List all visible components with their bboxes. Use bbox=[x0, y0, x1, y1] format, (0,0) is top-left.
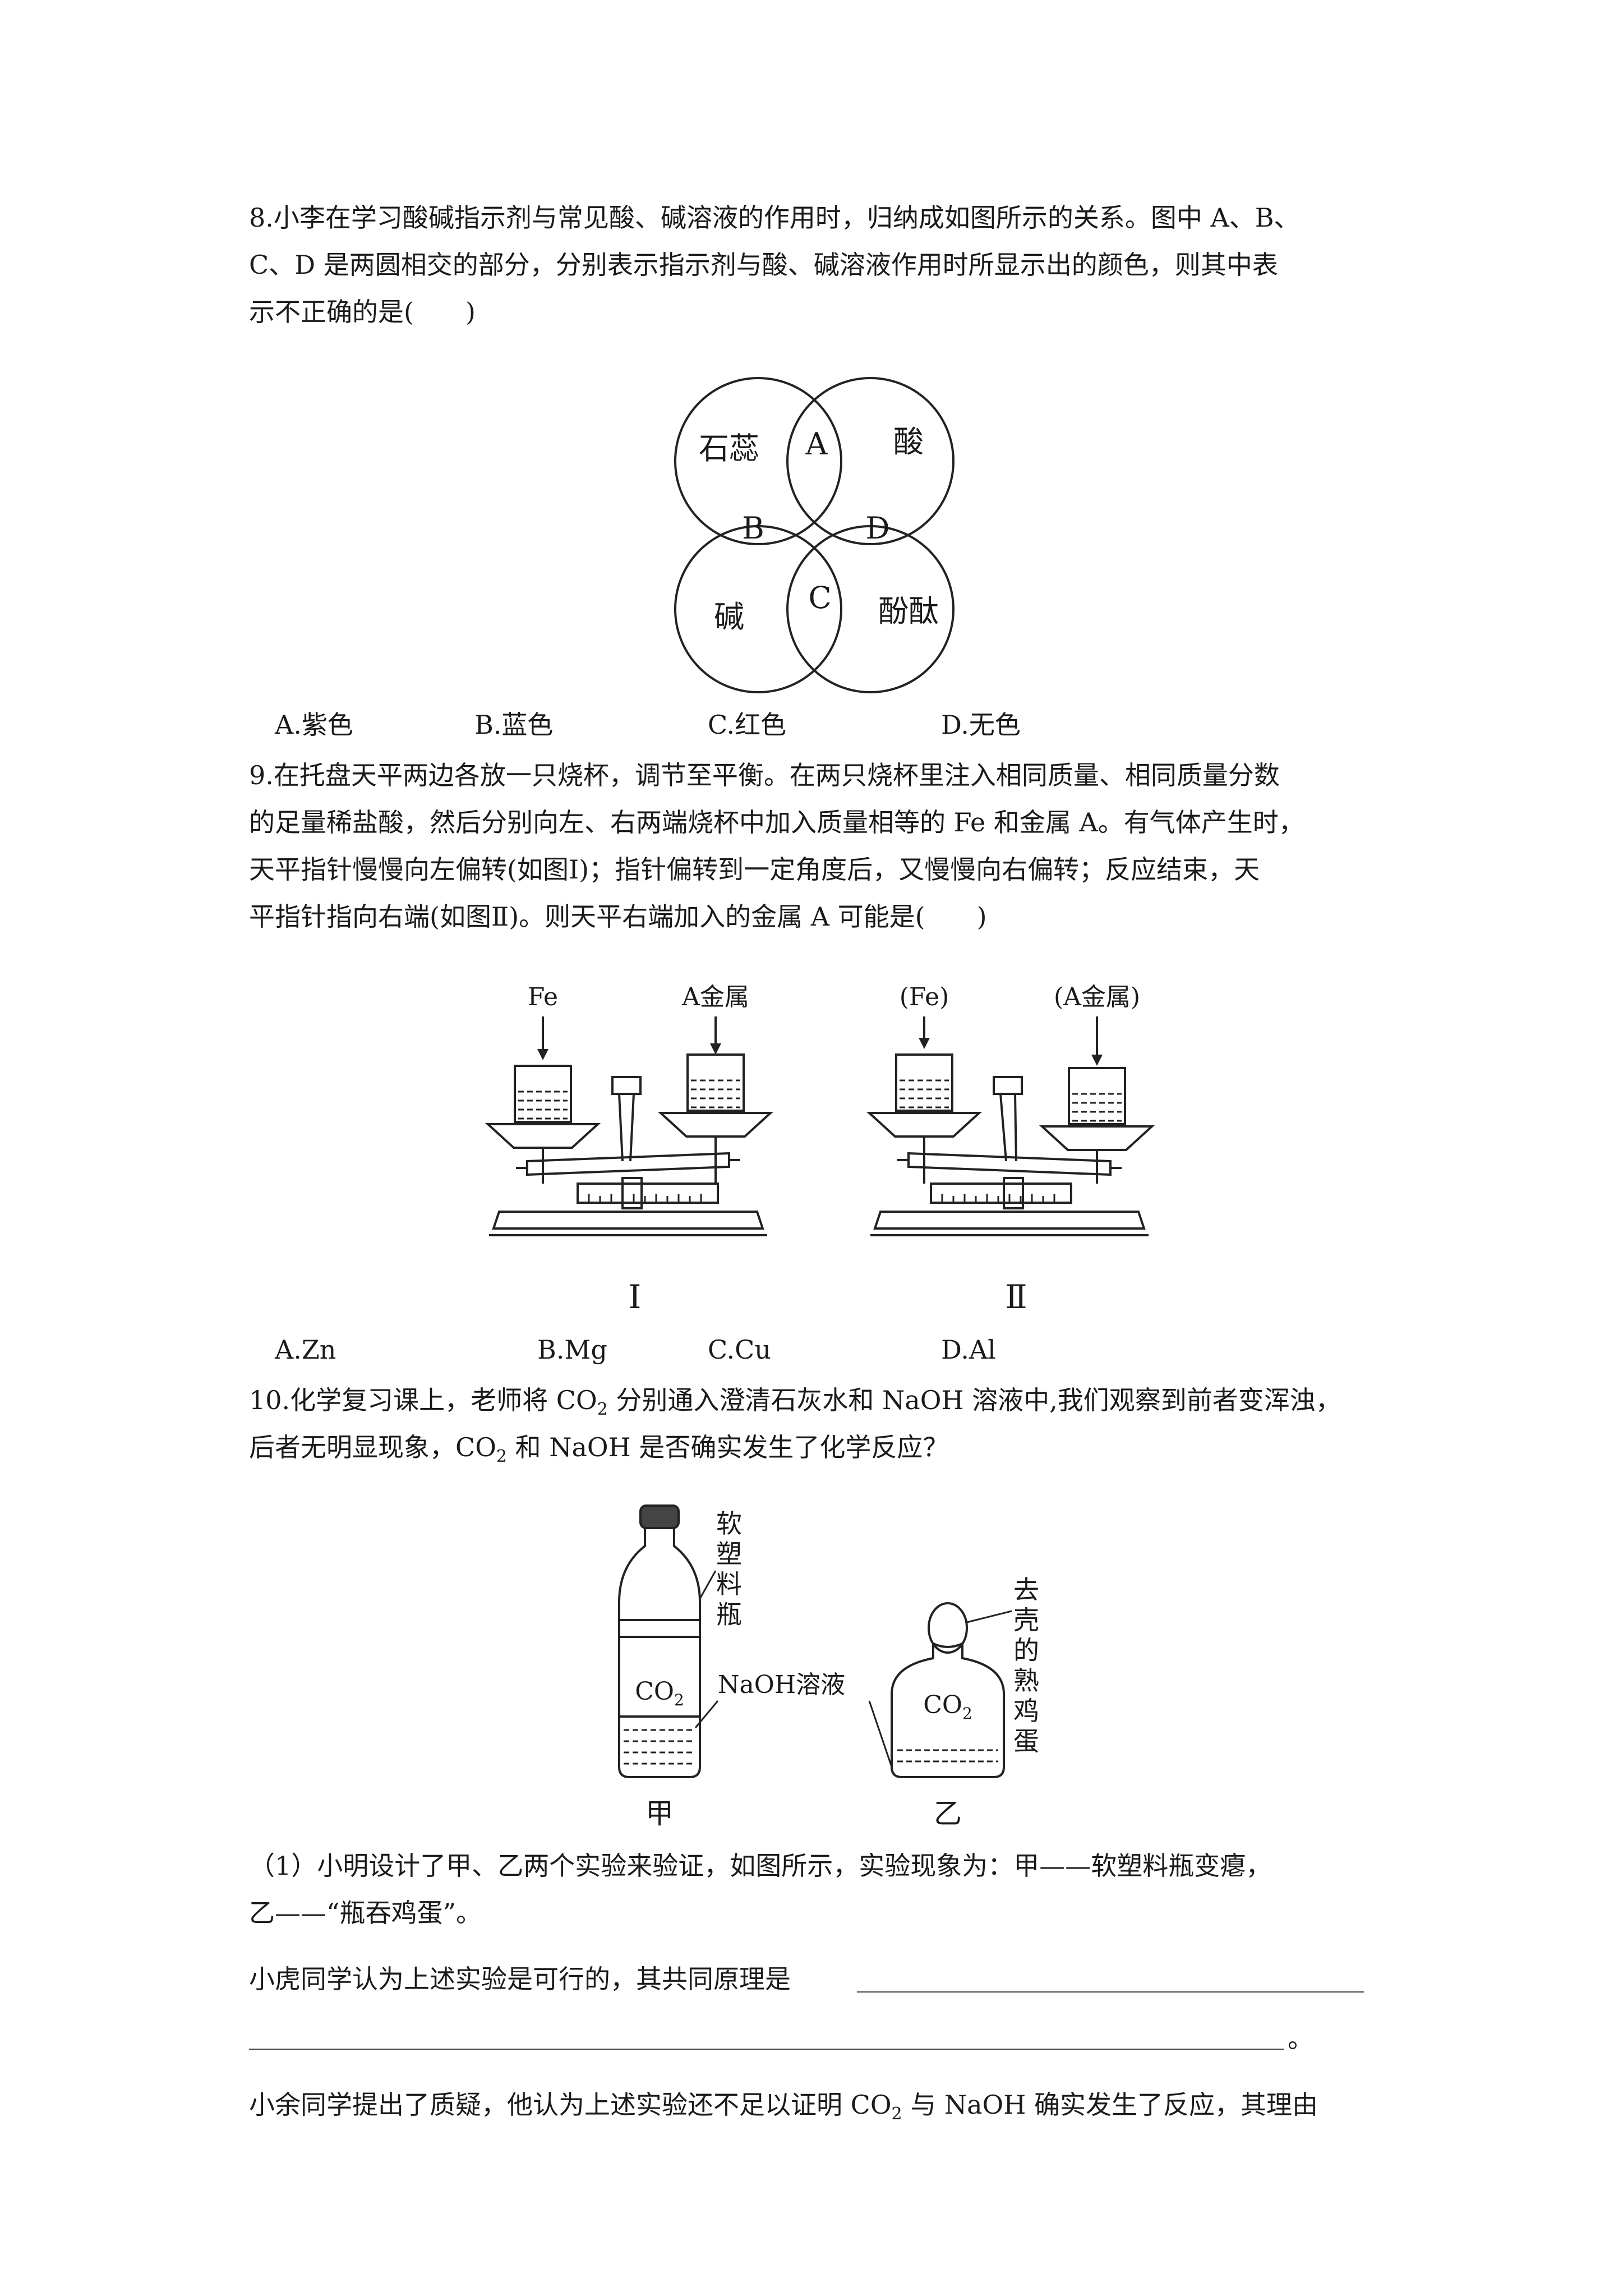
q9-line-2: 的足量稀盐酸，然后分别向左、右两端烧杯中加入质量相等的 Fe 和金属 A。有气体… bbox=[249, 807, 1304, 838]
q10-part1-line-2: 乙——“瓶吞鸡蛋”。 bbox=[249, 1898, 482, 1928]
circle-base bbox=[674, 525, 842, 693]
q9-line-1: 9.在托盘天平两边各放一只烧杯，调节至平衡。在两只烧杯里注入相同质量、相同质量分… bbox=[249, 760, 1280, 790]
q10-principle-text: 小虎同学认为上述实验是可行的，其共同原理是 bbox=[249, 1964, 791, 1994]
venn-diagram: 石蕊 酸 碱 酚酞 A B C D bbox=[674, 377, 955, 693]
answer-blank-principle-2[interactable] bbox=[249, 2049, 1284, 2050]
q9-option-b: B.Mg bbox=[537, 1335, 607, 1365]
q8-line-1: 8.小李在学习酸碱指示剂与常见酸、碱溶液的作用时，归纳成如图所示的关系。图中 A… bbox=[249, 203, 1300, 233]
caption-jia: 甲 bbox=[645, 1797, 674, 1830]
balance-figure-1: Fe A金属 Ⅰ bbox=[485, 983, 774, 1316]
egg-label-5: 鸡 bbox=[1013, 1696, 1039, 1726]
svg-text:CO2: CO2 bbox=[635, 1677, 684, 1709]
bottle-label-3: 料 bbox=[716, 1569, 742, 1599]
svg-text:CO2: CO2 bbox=[923, 1691, 972, 1723]
egg-co2-subscript: 2 bbox=[962, 1704, 972, 1723]
naoh-solution-label: NaOH溶液 bbox=[718, 1671, 845, 1699]
balance2-right-label: (A金属) bbox=[1054, 983, 1140, 1011]
circle-phenolphthalein bbox=[786, 525, 955, 693]
region-d: D bbox=[865, 510, 889, 546]
balance-figure-2: (Fe) (A金属) Ⅱ bbox=[866, 983, 1155, 1316]
principle-end-mark: 。 bbox=[1288, 2023, 1313, 2054]
q9-option-d: D.Al bbox=[941, 1335, 996, 1365]
bottle-label-4: 瓶 bbox=[716, 1599, 742, 1630]
region-b: B bbox=[742, 510, 764, 546]
q9-option-a: A.Zn bbox=[275, 1335, 336, 1365]
bottle-cap bbox=[639, 1504, 680, 1529]
region-c: C bbox=[808, 580, 831, 615]
egg-label-4: 熟 bbox=[1013, 1665, 1039, 1696]
q10-part1-line-1: （1）小明设计了甲、乙两个实验来验证，如图所示，实验现象为：甲——软塑料瓶变瘪， bbox=[249, 1851, 1272, 1881]
egg-label-1: 去 bbox=[1013, 1575, 1039, 1605]
q8-option-a: A.紫色 bbox=[275, 710, 353, 740]
q8-option-c: C.红色 bbox=[708, 710, 787, 740]
bottle-label-2: 塑 bbox=[716, 1539, 742, 1569]
balance2-caption: Ⅱ bbox=[1005, 1278, 1027, 1316]
egg-label-2: 壳 bbox=[1013, 1605, 1039, 1635]
q8-option-d: D.无色 bbox=[941, 710, 1021, 740]
label-phenolphthalein: 酚酞 bbox=[878, 593, 939, 629]
q8-line-3: 示不正确的是( ) bbox=[249, 297, 476, 327]
answer-blank-principle-1[interactable] bbox=[857, 1991, 1364, 1993]
balance1-left-label: Fe bbox=[528, 983, 558, 1011]
balance1-right-label: A金属 bbox=[681, 983, 749, 1011]
q9-option-c: C.Cu bbox=[708, 1335, 772, 1365]
egg bbox=[928, 1602, 968, 1654]
q8-line-2: C、D 是两圆相交的部分，分别表示指示剂与酸、碱溶液作用时所显示出的颜色，则其中… bbox=[249, 250, 1278, 280]
bottle-co2-subscript: 2 bbox=[674, 1691, 684, 1709]
circle-acid bbox=[786, 377, 955, 545]
q10-line-1: 10.化学复习课上，老师将 CO2 分别通入澄清石灰水和 NaOH 溶液中,我们… bbox=[249, 1385, 1341, 1420]
egg-co2-label: CO bbox=[923, 1691, 962, 1719]
q8-option-b: B.蓝色 bbox=[474, 710, 554, 740]
q9-line-4: 平指针指向右端(如图Ⅱ)。则天平右端加入的金属 A 可能是( ) bbox=[249, 901, 987, 932]
region-a: A bbox=[805, 426, 828, 462]
q10-line-2: 后者无明显现象，CO2 和 NaOH 是否确实发生了化学反应？ bbox=[249, 1432, 949, 1467]
q10-doubt-line: 小余同学提出了质疑，他认为上述实验还不足以证明 CO2 与 NaOH 确实发生了… bbox=[249, 2090, 1318, 2124]
bottle-label-1: 软 bbox=[716, 1508, 742, 1539]
egg-label-6: 蛋 bbox=[1013, 1726, 1039, 1756]
balance2-left-label: (Fe) bbox=[900, 983, 949, 1011]
caption-yi: 乙 bbox=[934, 1797, 962, 1830]
egg-label-3: 的 bbox=[1013, 1635, 1039, 1665]
balance1-caption: Ⅰ bbox=[629, 1278, 642, 1316]
circle-litmus bbox=[674, 377, 842, 545]
co2-naoh-figure: CO2 软 塑 料 瓶 NaOH溶液 CO2 去 壳 的 熟 鸡 蛋 甲 乙 bbox=[618, 1504, 1039, 1830]
q9-line-3: 天平指针慢慢向左偏转(如图Ⅰ)；指针偏转到一定角度后，又慢慢向右偏转；反应结束，… bbox=[249, 854, 1260, 885]
label-base: 碱 bbox=[714, 599, 744, 634]
label-acid: 酸 bbox=[893, 424, 924, 459]
label-litmus: 石蕊 bbox=[699, 431, 759, 466]
bottle-co2-label: CO bbox=[635, 1677, 674, 1706]
